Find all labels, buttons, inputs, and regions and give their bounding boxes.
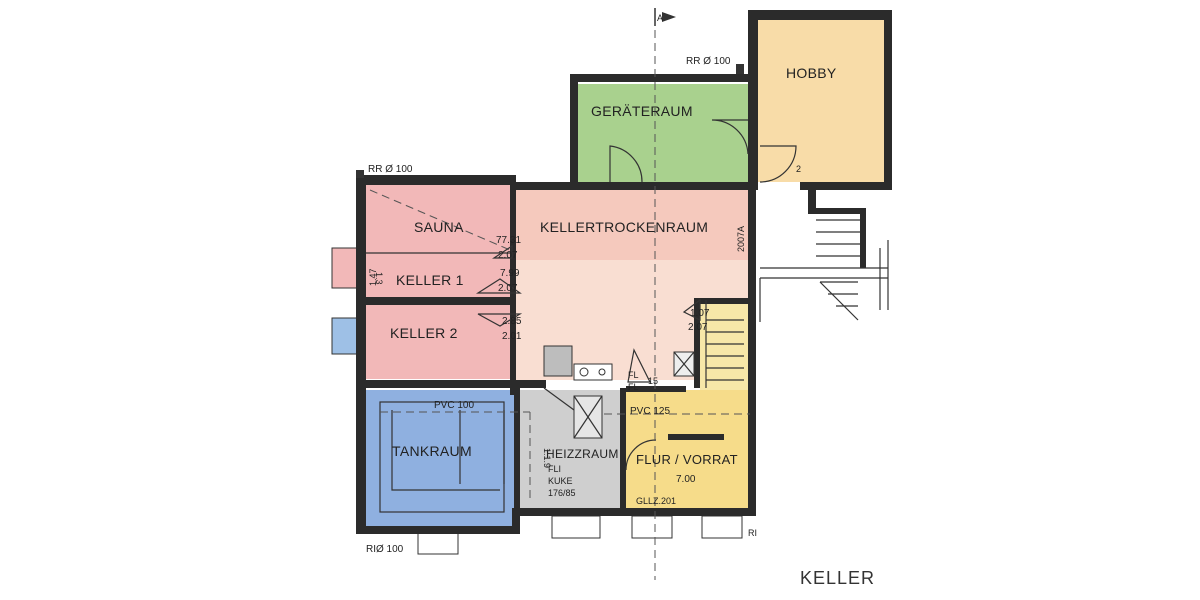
room-stair-fill	[700, 300, 750, 390]
annotation-sauna-bottom: 2.07	[498, 250, 518, 261]
window-bottom-1	[417, 531, 459, 555]
annotation-sauna-side: 1.3	[374, 272, 384, 285]
wall-top-trocken	[512, 182, 756, 190]
wall-hobby-left	[748, 10, 758, 190]
room-label-tank: TANKRAUM	[392, 443, 472, 459]
rr-pipe-left	[356, 170, 364, 178]
level-marker-sauna	[492, 244, 513, 259]
svg-text:A: A	[657, 13, 663, 23]
flue-line	[543, 387, 575, 411]
annotation-rr-bottom: RIØ 100	[366, 544, 404, 555]
level-marker-stair	[682, 298, 701, 321]
annotation-fl2: FL	[628, 382, 639, 392]
room-label-kellertrocken: KELLERTROCKENRAUM	[540, 219, 708, 235]
tank-detail	[391, 410, 500, 491]
section-marker-icon: A	[654, 8, 676, 26]
annotation-stair-top: 1.07	[690, 308, 710, 319]
wall-keller1-bottom	[366, 297, 510, 305]
annotation-heiz-note2: KUKE	[548, 476, 573, 486]
room-flur-fill	[626, 390, 750, 510]
annotation-pvc125: PVC 125	[630, 406, 670, 417]
room-hobby-fill	[758, 20, 884, 182]
annotation-rr-top: RR Ø 100	[686, 56, 731, 67]
room-label-keller1: KELLER 1	[396, 272, 464, 288]
room-label-hobby: HOBBY	[786, 65, 837, 81]
level-marker-k2	[477, 313, 523, 327]
annotation-s2: 2	[796, 164, 801, 174]
wall-bottom-right	[512, 508, 756, 516]
annotation-pvc100: PVC 100	[434, 400, 474, 411]
annotation-k1-top: 7.99	[500, 268, 520, 279]
window-left-bottom	[331, 317, 359, 355]
annotation-flur-area: 7.00	[676, 474, 696, 485]
room-heiz-fill	[518, 390, 620, 510]
annotation-gllz: GLLZ.201	[636, 496, 676, 506]
wall-left	[356, 175, 366, 530]
chimney-x2	[673, 351, 695, 377]
room-label-geraete: GERÄTERAUM	[591, 103, 693, 119]
level-marker-flur	[627, 348, 651, 383]
wall-geraete-left	[570, 76, 578, 186]
room-keller1-fill	[366, 253, 512, 297]
wall-bottom-left	[356, 526, 516, 534]
annotation-wall-note: 2007A	[736, 226, 746, 252]
page-title: KELLER	[800, 568, 875, 588]
sink-fixture	[543, 345, 573, 377]
level-marker-k1	[475, 278, 522, 294]
door-heiz	[625, 439, 657, 471]
window-bottom-3	[631, 515, 673, 539]
annotation-rr-left: RR Ø 100	[368, 164, 413, 175]
room-label-heiz: HEIZZRAUM	[546, 447, 619, 461]
interior-stairs	[705, 300, 744, 388]
wall-geraete-top	[570, 74, 756, 82]
room-label-keller2: KELLER 2	[390, 325, 458, 341]
room-keller2-fill	[366, 305, 512, 379]
annotation-heiz-side: 1.1.9	[542, 448, 552, 468]
room-kellertrocken-fill	[516, 188, 748, 260]
annotation-fl1: FL	[628, 370, 639, 380]
annotation-sauna-top: 77.31	[496, 235, 521, 246]
annotation-stair-bottom: 2.07	[688, 322, 708, 333]
wall-flur-top	[626, 386, 686, 392]
annotation-heiz-note1: FLI	[548, 464, 561, 474]
room-tank-fill	[366, 390, 516, 526]
wall-hobby-top	[748, 10, 892, 20]
room-label-flur: FLUR / VORRAT	[636, 452, 738, 467]
wall-hobby-bottom	[800, 182, 892, 190]
window-bottom-2	[551, 515, 601, 539]
annotation-k1-side: 1.47	[368, 268, 378, 286]
door-hobby	[759, 145, 797, 183]
basin-drain-2	[598, 368, 606, 376]
annotation-n15: 15	[648, 376, 658, 386]
wall-top-left	[356, 175, 516, 185]
annotation-ri: RI	[748, 528, 757, 538]
wall-stair-top	[694, 298, 754, 304]
window-left-top	[331, 247, 359, 289]
wall-bottom-step	[512, 510, 520, 534]
wall-right-lower	[748, 186, 756, 516]
annotation-k2-top: 2.85	[502, 316, 522, 327]
annotation-heiz-note3: 176/85	[548, 488, 576, 498]
wall-keller2-bottom	[366, 380, 546, 388]
exterior-stairs	[759, 190, 889, 322]
window-bottom-4	[701, 515, 743, 539]
wall-sauna-right	[510, 185, 516, 395]
wall-heiz-right	[620, 388, 626, 512]
room-sauna-fill	[366, 185, 512, 253]
wall-heiz-left	[514, 388, 520, 512]
wall-stair-left	[694, 298, 700, 388]
rr-pipe-top	[736, 64, 744, 74]
door-geraete-right	[711, 119, 749, 155]
annotation-k1-bottom: 2.07	[498, 283, 518, 294]
door-geraete	[609, 145, 643, 183]
wall-flur-mid	[668, 434, 724, 440]
room-label-sauna: SAUNA	[414, 219, 464, 235]
annotation-k2-bottom: 2.01	[502, 331, 522, 342]
basin-drain	[579, 367, 589, 377]
room-geraete-fill	[578, 84, 748, 182]
wall-hobby-right	[884, 10, 892, 190]
boiler-x2	[573, 395, 603, 439]
